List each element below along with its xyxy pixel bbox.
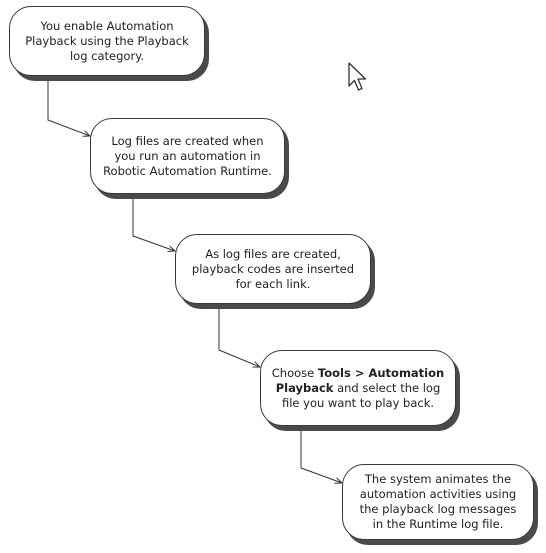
mouse-pointer-icon <box>348 62 367 91</box>
step-4-box: Choose Tools > Automation Playback and s… <box>260 350 456 426</box>
connector-1-2 <box>47 76 90 136</box>
step-1-box: You enable Automation Playback using the… <box>9 6 205 76</box>
step-4-menu-path: Tools > Automation Playback <box>275 365 445 395</box>
step-3-box: As log files are created, playback codes… <box>175 234 371 304</box>
connector-3-4 <box>218 304 260 367</box>
step-4-text: Choose Tools > Automation Playback and s… <box>271 366 445 411</box>
step-3-text: As log files are created, playback codes… <box>191 246 355 291</box>
step-5-text: The system animates the automation activ… <box>359 472 517 531</box>
step-5-box: The system animates the automation activ… <box>342 464 534 540</box>
step-2-text: Log files are created when you run an au… <box>103 133 272 178</box>
step-2-box: Log files are created when you run an au… <box>90 118 285 194</box>
step-1-text: You enable Automation Playback using the… <box>25 18 189 63</box>
connector-4-5 <box>300 426 342 483</box>
connector-2-3 <box>132 194 175 251</box>
step-4-text-before: Choose <box>271 365 318 380</box>
step-4-text-after: and select the log file you want to play… <box>281 380 441 410</box>
